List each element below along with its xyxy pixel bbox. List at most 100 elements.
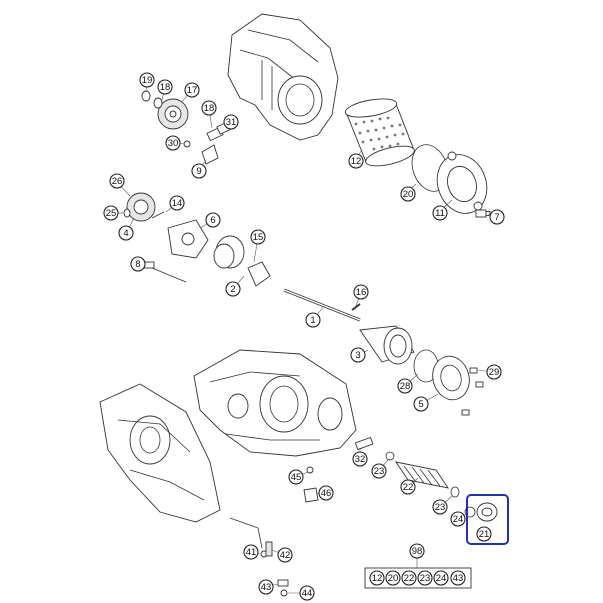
- callout-number: 8: [135, 259, 140, 270]
- callout-part-21[interactable]: 21: [476, 526, 492, 542]
- callout-part-12[interactable]: 12: [348, 153, 364, 169]
- lower-engine-case: [193, 349, 357, 457]
- bolt-8: [143, 261, 155, 269]
- callout-part-20[interactable]: 20: [400, 186, 416, 202]
- callout-ring: [476, 526, 492, 542]
- callout-number: 3: [355, 350, 360, 361]
- callout-ring: [432, 499, 448, 515]
- callout-number: 98: [412, 546, 423, 557]
- callout-number: 41: [246, 547, 257, 558]
- callout-part-30[interactable]: 30: [165, 135, 181, 151]
- callout-part-3[interactable]: 3: [350, 347, 366, 363]
- callout-ring: [305, 312, 321, 328]
- callout-number: 20: [403, 189, 414, 200]
- kit-item-12[interactable]: 12: [369, 570, 385, 586]
- callout-part-1[interactable]: 1: [305, 312, 321, 328]
- wire-41: [229, 517, 263, 549]
- pump-cover-5: [432, 355, 470, 401]
- callout-part-26[interactable]: 26: [109, 173, 125, 189]
- callout-ring: [369, 570, 385, 586]
- callout-number: 32: [355, 454, 366, 465]
- callout-part-28[interactable]: 28: [397, 378, 413, 394]
- callout-ring: [433, 570, 449, 586]
- kit-item-22[interactable]: 22: [401, 570, 417, 586]
- callout-number: 25: [106, 208, 117, 219]
- pin-14: [151, 211, 165, 219]
- callout-number: 45: [291, 472, 302, 483]
- shaft-22: [395, 461, 449, 489]
- upper-engine-case: [227, 13, 339, 141]
- callout-part-18[interactable]: 18: [157, 79, 173, 95]
- callout-part-23[interactable]: 23: [432, 499, 448, 515]
- callout-number: 14: [172, 198, 183, 209]
- callout-number: 11: [435, 208, 445, 219]
- callout-number: 18: [160, 82, 171, 93]
- callout-part-5[interactable]: 5: [413, 396, 429, 412]
- spring-42: [265, 541, 273, 557]
- callout-number: 22: [403, 482, 414, 493]
- callout-ring: [225, 281, 241, 297]
- callout-part-23[interactable]: 23: [371, 463, 387, 479]
- callout-part-43[interactable]: 43: [258, 579, 274, 595]
- callout-ring: [205, 212, 221, 228]
- callout-number: 17: [187, 85, 198, 96]
- callout-part-6[interactable]: 6: [205, 212, 221, 228]
- callout-ring: [201, 100, 217, 116]
- callout-part-17[interactable]: 17: [184, 82, 200, 98]
- callout-part-8[interactable]: 8: [130, 256, 146, 272]
- callout-ring: [400, 186, 416, 202]
- callout-ring: [118, 225, 134, 241]
- callout-part-15[interactable]: 15: [250, 229, 266, 245]
- callout-part-24[interactable]: 24: [450, 511, 466, 527]
- callout-part-18[interactable]: 18: [201, 100, 217, 116]
- callout-part-9[interactable]: 9: [191, 163, 207, 179]
- callout-part-29[interactable]: 29: [486, 364, 502, 380]
- callout-number: 31: [226, 117, 237, 128]
- callout-ring: [288, 469, 304, 485]
- seal-45: [306, 466, 314, 474]
- callout-part-11[interactable]: 11: [432, 205, 448, 221]
- callout-number: 22: [404, 573, 415, 584]
- callout-ring: [385, 570, 401, 586]
- kit-item-23[interactable]: 23: [417, 570, 433, 586]
- callout-part-25[interactable]: 25: [103, 205, 119, 221]
- plug-46: [303, 487, 319, 503]
- callout-number: 26: [112, 176, 123, 187]
- callout-part-42[interactable]: 42: [277, 547, 293, 563]
- callout-part-31[interactable]: 31: [223, 114, 239, 130]
- pump-assembly: [359, 325, 415, 365]
- callout-part-41[interactable]: 41: [243, 544, 259, 560]
- callout-part-14[interactable]: 14: [169, 195, 185, 211]
- callout-part-22[interactable]: 22: [400, 479, 416, 495]
- pump-rotor-2: [247, 261, 271, 287]
- callout-part-7[interactable]: 7: [489, 209, 505, 225]
- callout-part-46[interactable]: 46: [318, 485, 334, 501]
- callout-part-4[interactable]: 4: [118, 225, 134, 241]
- callout-ring: [486, 364, 502, 380]
- callout-number: 21: [479, 529, 490, 540]
- callout-part-32[interactable]: 32: [352, 451, 368, 467]
- callout-ring: [409, 543, 425, 559]
- pump-rotor-housing: [213, 235, 245, 269]
- o-ring-23a: [385, 451, 395, 461]
- washer-18a: [153, 97, 163, 109]
- callout-number: 29: [489, 367, 500, 378]
- callout-ring: [417, 570, 433, 586]
- callout-number: 15: [253, 232, 264, 243]
- bolt-30: [183, 140, 191, 148]
- callout-ring: [130, 256, 146, 272]
- callout-part-16[interactable]: 16: [353, 284, 369, 300]
- callout-number: 23: [420, 573, 431, 584]
- bolt-7: [475, 209, 491, 218]
- callout-number: 6: [210, 215, 215, 226]
- callout-ring: [250, 229, 266, 245]
- callout-part-44[interactable]: 44: [299, 585, 315, 601]
- kit-item-24[interactable]: 24: [433, 570, 449, 586]
- plug-43: [277, 579, 289, 587]
- callout-part-2[interactable]: 2: [225, 281, 241, 297]
- kit-item-20[interactable]: 20: [385, 570, 401, 586]
- kit-item-43[interactable]: 43: [450, 570, 466, 586]
- callout-part-45[interactable]: 45: [288, 469, 304, 485]
- callout-part-19[interactable]: 19: [139, 72, 155, 88]
- callout-part-98[interactable]: 98: [409, 543, 425, 559]
